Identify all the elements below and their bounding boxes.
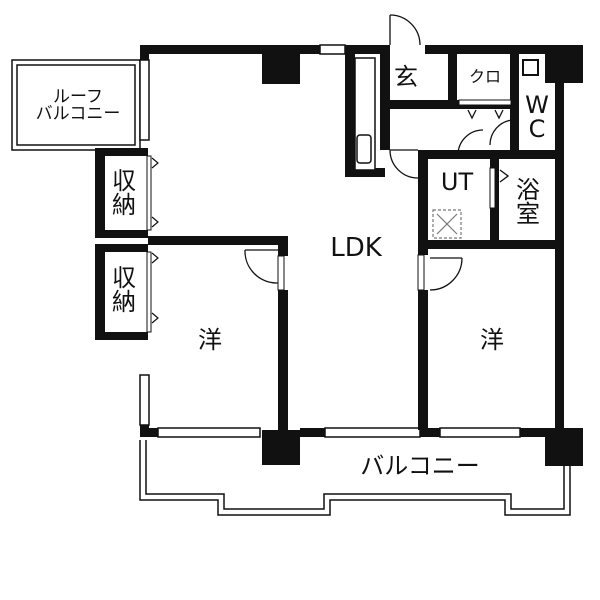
laundry-pan [432, 209, 462, 239]
room-label-utility: UT [440, 168, 474, 196]
room-label-western-left: 洋 [198, 326, 222, 354]
roof-balcony-label: ルーフ バルコニー [36, 89, 121, 123]
room-label-bath-line2: 室 [516, 200, 540, 228]
roof-balcony-label-line1: ルーフ [53, 87, 103, 107]
storage-label-lower-line2: 納 [112, 288, 136, 316]
storage-label-lower: 収 納 [112, 266, 136, 314]
room-label-ldk: LDK [330, 233, 382, 263]
room-label-closet: クロ [468, 67, 502, 86]
room-label-bath-line1: 浴 [516, 176, 540, 204]
storage-label-upper-line2: 納 [112, 191, 136, 219]
room-label-wc: W C [525, 93, 549, 141]
storage-label-upper: 収 納 [112, 169, 136, 217]
windows [139, 44, 521, 438]
wc-detail [522, 59, 539, 76]
room-label-wc-line1: W [525, 91, 549, 119]
door-swings [244, 14, 513, 291]
room-label-bath: 浴 室 [516, 178, 540, 226]
balcony-label: バルコニー [360, 452, 480, 480]
room-label-wc-line2: C [528, 115, 546, 143]
kitchen-counter [354, 57, 376, 171]
sliding-doors [277, 99, 512, 291]
storage-label-lower-line1: 収 [112, 264, 136, 292]
roof-balcony-label-line2: バルコニー [35, 104, 121, 124]
balcony-outline [139, 440, 571, 516]
columns [262, 54, 583, 466]
storage-closets [95, 148, 159, 340]
storage-label-upper-line1: 収 [112, 167, 136, 195]
room-label-entrance: 玄 [394, 63, 418, 91]
room-label-western-right: 洋 [480, 326, 504, 354]
